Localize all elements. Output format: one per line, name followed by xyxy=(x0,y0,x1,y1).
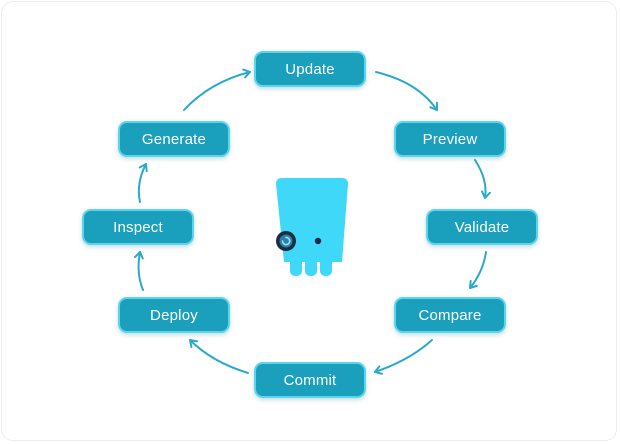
octopus-mascot-icon xyxy=(276,178,348,276)
arrow-preview-to-validate xyxy=(474,159,491,199)
step-generate[interactable]: Generate xyxy=(118,121,230,157)
step-compare[interactable]: Compare xyxy=(394,297,506,333)
arrow-update-to-preview xyxy=(375,71,438,111)
arrow-generate-to-update xyxy=(183,68,251,111)
step-inspect[interactable]: Inspect xyxy=(82,209,194,245)
arrow-compare-to-commit xyxy=(374,339,433,375)
step-update[interactable]: Update xyxy=(254,51,366,87)
arrow-inspect-to-generate xyxy=(137,163,148,203)
step-deploy[interactable]: Deploy xyxy=(118,297,230,333)
step-commit[interactable]: Commit xyxy=(254,362,366,398)
step-validate[interactable]: Validate xyxy=(426,209,538,245)
arrow-deploy-to-inspect xyxy=(133,251,144,291)
arrow-commit-to-deploy xyxy=(189,339,249,374)
step-preview[interactable]: Preview xyxy=(394,121,506,157)
arrow-validate-to-compare xyxy=(469,251,487,289)
